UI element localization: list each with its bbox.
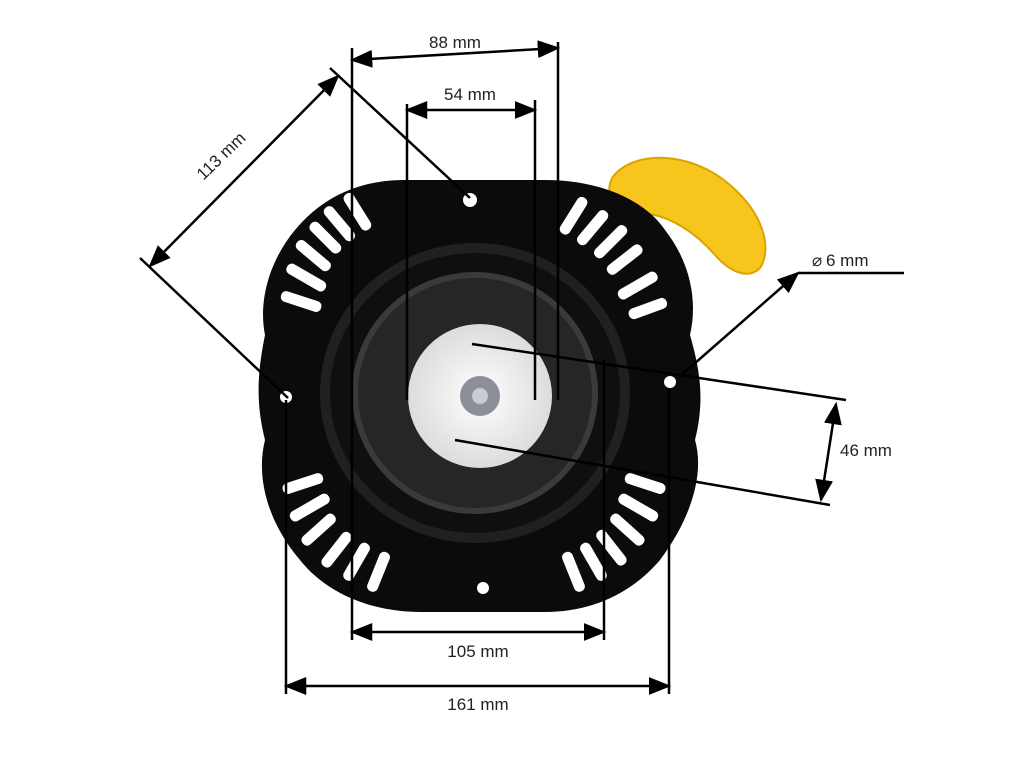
label-diameter-symbol: ⌀ (812, 251, 822, 270)
label-46mm: 46 mm (840, 441, 892, 460)
mount-hole-top (463, 193, 477, 207)
label-54mm: 54 mm (444, 85, 496, 104)
dimension-lines (139, 40, 904, 695)
label-105mm: 105 mm (447, 642, 508, 661)
cooling-slots (280, 192, 668, 592)
label-6mm: 6 mm (826, 251, 869, 270)
label-88mm: 88 mm (429, 33, 481, 52)
mount-hole-right (664, 376, 676, 388)
label-161mm: 161 mm (447, 695, 508, 714)
starter-housing (258, 180, 701, 612)
mount-hole-bottom (477, 582, 489, 594)
